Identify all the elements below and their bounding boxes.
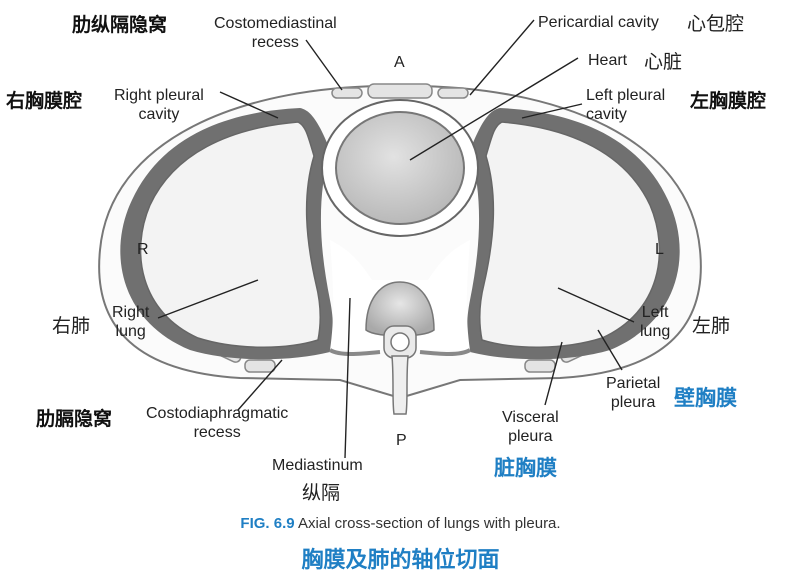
visceral-pleura-label: Visceral pleura [502,408,559,446]
costodiaphragmatic-recess-label: Costodiaphragmatic recess [146,404,288,442]
left-pleural-cavity-label: Left pleural cavity [586,86,665,124]
parietal-line1: Parietal [606,375,661,392]
visceral-pleura-cn: 脏胸膜 [494,456,557,480]
left-pleural-cavity-cn: 左胸膜腔 [690,90,767,112]
right-lung-line2: lung [115,323,146,340]
leader-lines [157,19,635,459]
parietal-pleura-cn: 壁胸膜 [674,386,737,410]
costomediastinal-line2: recess [251,34,299,51]
direction-left: L [655,241,664,258]
costodiaphragmatic-recess-cn: 肋膈隐窝 [36,408,113,430]
parietal-line2: pleura [610,394,656,411]
left-lung-cn: 左肺 [692,315,731,337]
heart [335,111,465,225]
costomediastinal-recess-label: Costomediastinal recess [214,14,337,52]
heart-cn: 心脏 [644,51,683,73]
left-lung-line2: lung [640,323,671,340]
parietal-pleura-label: Parietal pleura [606,374,660,412]
costodiaphragmatic-line2: recess [193,424,241,441]
direction-posterior: P [396,432,407,449]
right-pleural-line2: cavity [138,106,180,123]
right-lung [139,121,321,348]
pericardial-cavity-cn: 心包腔 [687,13,745,35]
right-pleural-cavity-label: Right pleural cavity [114,86,204,124]
mediastinum-label: Mediastinum [272,457,363,474]
visceral-line2: pleura [508,428,553,445]
right-lung-line1: Right [112,304,150,321]
pericardial-cavity-label: Pericardial cavity [538,14,659,31]
direction-right: R [137,241,149,258]
figure-caption-text: Axial cross-section of lungs with pleura… [297,515,561,532]
right-lung-label: Right lung [112,303,149,341]
figure-caption: FIG. 6.9 Axial cross-section of lungs wi… [0,515,801,532]
figure-caption-cn: 胸膜及肺的轴位切面 [301,548,500,573]
costomediastinal-line1: Costomediastinal [214,15,337,32]
left-lung-label: Left lung [640,303,670,341]
costomediastinal-recess-cn: 肋纵隔隐窝 [72,14,168,36]
mediastinum-cn: 纵隔 [302,482,341,504]
left-lung [479,121,661,348]
left-lung-line1: Left [641,304,669,321]
left-pleural-line2: cavity [586,106,627,123]
right-pleural-line1: Right pleural [114,87,204,104]
figure-number: FIG. 6.9 [240,515,295,532]
right-lung-cn: 右肺 [52,315,91,337]
costodiaphragmatic-line1: Costodiaphragmatic [146,405,289,422]
heart-label: Heart [588,52,628,69]
left-pleural-line1: Left pleural [586,87,666,104]
visceral-line1: Visceral [502,409,559,426]
direction-anterior: A [394,54,405,71]
vertebra [328,281,472,415]
right-pleural-cavity-cn: 右胸膜腔 [6,90,83,112]
